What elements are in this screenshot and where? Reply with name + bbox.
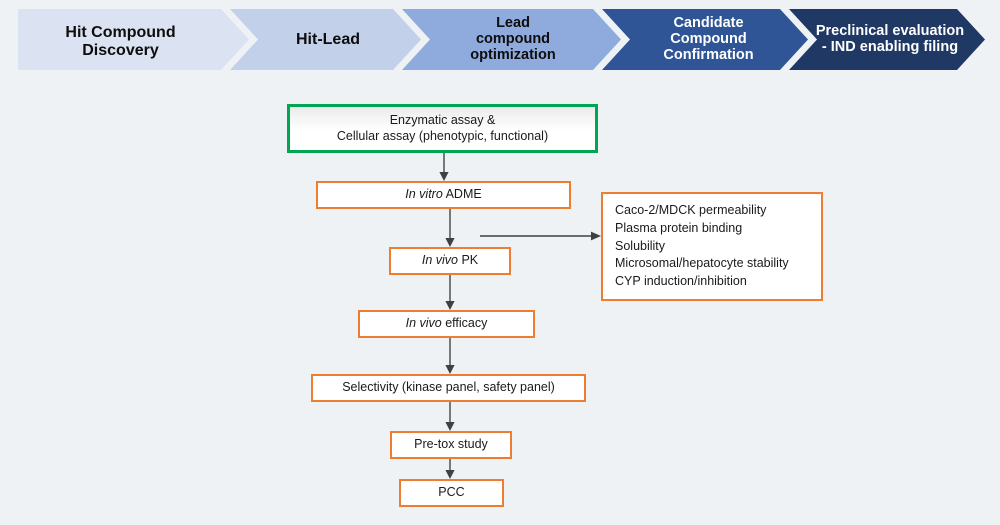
node-in-vivo-pk-italic: In vivo (421, 253, 458, 268)
node-in-vivo-efficacy-label: In vivo efficacy (406, 316, 488, 332)
stage-chevron-hit-lead[interactable] (230, 9, 421, 70)
node-in-vitro-adme-label: In vitro ADME (405, 187, 481, 203)
node-in-vivo-pk-label: In vivo PK (422, 253, 478, 269)
node-enzymatic-cellular-assay[interactable]: Enzymatic assay & Cellular assay (phenot… (287, 104, 598, 153)
sidebox-line-solubility: Solubility (615, 238, 666, 253)
node-pcc-label: PCC (438, 485, 465, 500)
sidebox-line-caco2: Caco-2/MDCK permeability (615, 203, 767, 217)
arrow-selectivity-to-pre-tox (442, 402, 458, 432)
node-in-vitro-adme-italic: In vitro (405, 187, 443, 202)
node-in-vivo-efficacy-rest: efficacy (441, 316, 488, 331)
arrow-in-vitro-adme-to-sidebox (480, 228, 602, 244)
node-in-vivo-efficacy-italic: In vivo (405, 316, 442, 331)
node-selectivity[interactable]: Selectivity (kinase panel, safety panel) (311, 374, 586, 402)
sidebox-line-cyp-induction: CYP induction/inhibition (615, 274, 747, 288)
arrow-assay-to-in-vitro-adme (436, 153, 452, 182)
node-pre-tox-study-label: Pre-tox study (414, 437, 488, 452)
stage-chevron-preclinical-evaluation[interactable] (789, 9, 985, 70)
stage-chevron-candidate-compound-confirmation[interactable] (602, 9, 808, 70)
node-in-vivo-pk[interactable]: In vivo PK (389, 247, 511, 275)
sidebox-line-microsomal-stability: Microsomal/hepatocyte stability (615, 256, 789, 271)
node-in-vitro-adme-rest: ADME (442, 187, 482, 202)
node-pcc[interactable]: PCC (399, 479, 504, 507)
arrow-in-vitro-adme-to-in-vivo-pk (442, 209, 458, 248)
arrow-pre-tox-to-pcc (442, 459, 458, 480)
stage-banner: Hit Compound Discovery Hit-Lead Lead com… (18, 9, 985, 70)
stage-chevron-hit-compound-discovery[interactable] (18, 9, 249, 70)
node-in-vivo-pk-rest: PK (457, 253, 479, 268)
arrow-in-vivo-pk-to-efficacy (442, 275, 458, 311)
stage-chevron-lead-compound-optimization[interactable] (402, 9, 621, 70)
node-selectivity-label: Selectivity (kinase panel, safety panel) (342, 380, 555, 395)
sidebox-line-plasma-protein-binding: Plasma protein binding (615, 220, 743, 235)
node-enzymatic-cellular-assay-label: Enzymatic assay & Cellular assay (phenot… (336, 112, 549, 143)
node-in-vitro-adme[interactable]: In vitro ADME (316, 181, 571, 209)
arrow-efficacy-to-selectivity (442, 338, 458, 375)
node-pre-tox-study[interactable]: Pre-tox study (390, 431, 512, 459)
sidebox-adme-assays[interactable]: Caco-2/MDCK permeability Plasma protein … (601, 192, 823, 301)
node-in-vivo-efficacy[interactable]: In vivo efficacy (358, 310, 535, 338)
